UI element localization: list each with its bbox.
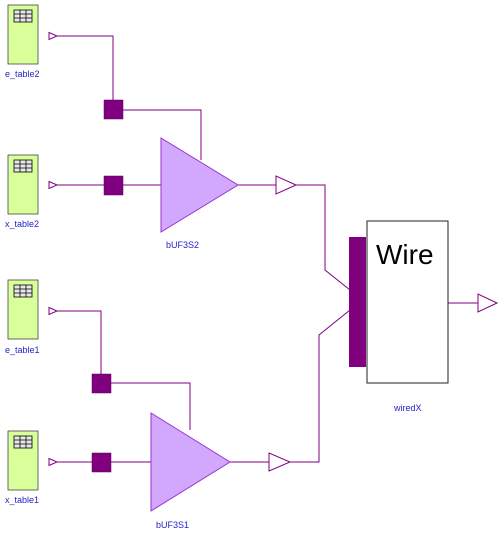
buffer-block-top[interactable]: bUF3S2 [160, 137, 239, 250]
triangle-port-icon [275, 175, 298, 195]
square-junction-icon[interactable] [91, 452, 112, 473]
table-icon [13, 159, 33, 173]
square-junction-icon[interactable] [103, 175, 124, 196]
label-buffer-bottom: bUF3S1 [156, 520, 189, 530]
wires [57, 35, 478, 463]
wire-junction-top [121, 109, 202, 160]
wired-bar [349, 237, 366, 367]
buffer-triangle-icon [160, 137, 239, 233]
triangle-port-icon [48, 457, 59, 467]
label-e-table1: e_table1 [5, 345, 40, 355]
triangle-port-icon [48, 306, 59, 316]
buffer-triangle-icon [150, 412, 231, 512]
label-x-table1: x_table1 [5, 495, 39, 505]
triangle-port-icon [48, 31, 59, 41]
square-junction-icon[interactable] [91, 373, 112, 394]
label-e-table2: e_table2 [5, 69, 40, 79]
wired-box [366, 220, 449, 384]
triangle-port-icon [268, 452, 292, 472]
table-block-x-table2[interactable]: x_table2 [5, 154, 59, 229]
label-x-table2: x_table2 [5, 219, 39, 229]
table-icon [13, 284, 33, 298]
wire-top-to-wired [296, 184, 351, 291]
table-icon [13, 435, 33, 449]
table-block-x-table1[interactable]: x_table1 [5, 430, 59, 505]
label-wired: wiredX [393, 403, 422, 413]
triangle-port-icon [477, 293, 499, 313]
label-buffer-top: bUF3S2 [166, 240, 199, 250]
wired-title: Wire [376, 239, 434, 270]
wire-e-table2 [57, 35, 114, 102]
wire-e-table1 [57, 310, 102, 374]
buffer-block-bottom[interactable]: bUF3S1 [150, 412, 231, 530]
table-icon [13, 9, 33, 23]
triangle-port-icon [48, 180, 59, 190]
wired-block[interactable]: Wire wiredX [349, 220, 449, 413]
table-block-e-table2[interactable]: e_table2 [5, 4, 59, 79]
square-junction-icon[interactable] [103, 99, 124, 120]
wire-bottom-to-wired [290, 309, 351, 463]
table-block-e-table1[interactable]: e_table1 [5, 279, 59, 355]
wire-junction-bottom [110, 382, 191, 430]
